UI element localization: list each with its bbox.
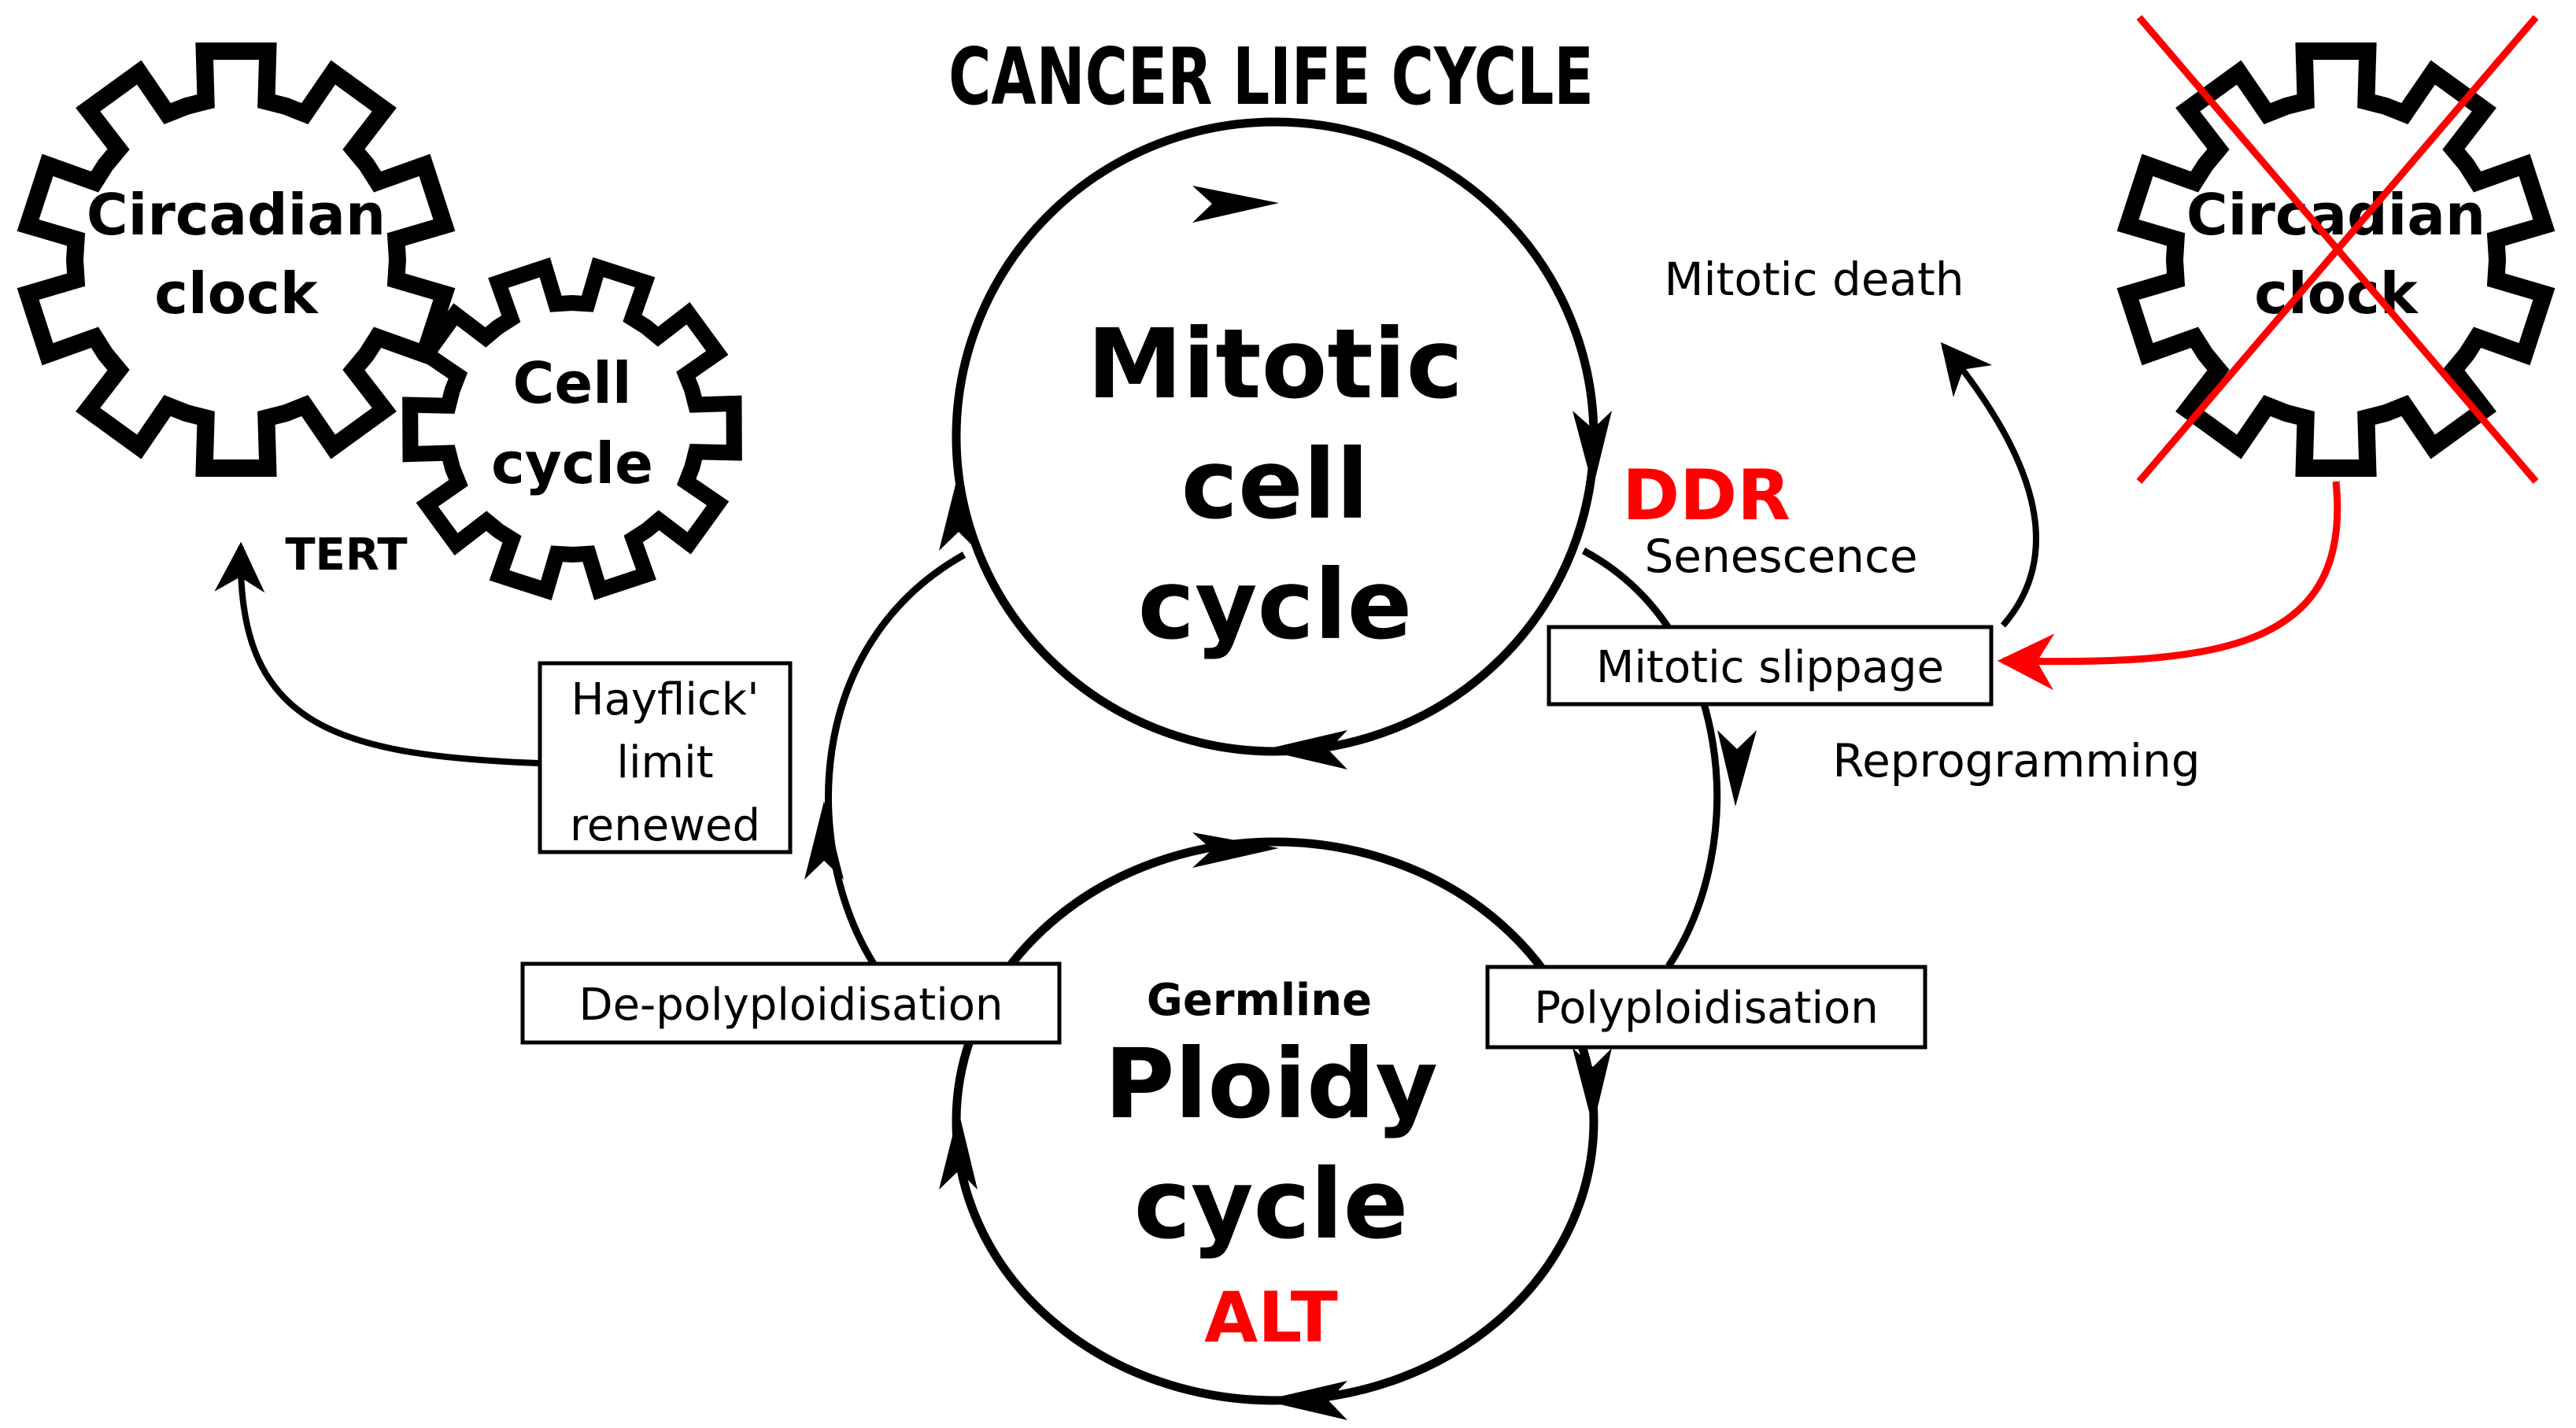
right-connector-arc xyxy=(1581,548,1721,969)
ploidy-cycle-label-line1: Ploidy xyxy=(1104,1028,1438,1140)
gear-label-line2: clock xyxy=(154,260,320,327)
box-frame xyxy=(1485,965,1927,1050)
box-label-line3: renewed xyxy=(570,800,760,851)
mitotic-cycle-label-line2: cell xyxy=(1181,429,1369,541)
mitotic-death-arrow xyxy=(1940,342,2039,628)
arrowhead-icon xyxy=(939,472,978,551)
box-label: De-polyploidisation xyxy=(578,980,1003,1031)
disrupted-circadian-clock-gear: Circadian clock xyxy=(2116,15,2556,484)
arrowhead-icon xyxy=(1717,730,1757,806)
tert-label: TERT xyxy=(285,530,407,581)
arrowhead-icon xyxy=(1192,832,1279,868)
ploidy-cycle: Germline Ploidy cycle ALT xyxy=(939,832,1612,1420)
alt-label: ALT xyxy=(1204,1277,1338,1358)
reprogramming-label: Reprogramming xyxy=(1832,734,2200,788)
box-label-line2: limit xyxy=(616,737,713,788)
arrowhead-icon xyxy=(1263,730,1347,769)
arrowhead-icon xyxy=(939,1111,978,1190)
gear-icon xyxy=(402,256,742,601)
gear-icon xyxy=(2116,42,2556,477)
arrowhead-icon xyxy=(804,801,844,880)
ploidy-cycle-label-line2: cycle xyxy=(1134,1149,1409,1260)
mitotic-cycle-label-line1: Mitotic xyxy=(1087,308,1463,420)
box-label: Polyploidisation xyxy=(1534,983,1879,1034)
mitotic-death-label: Mitotic death xyxy=(1664,253,1964,306)
gear-label-line1: Cell xyxy=(512,350,631,416)
mitotic-slippage-box: Mitotic slippage xyxy=(1547,625,1994,707)
connector-arcs xyxy=(804,548,1757,969)
gear-label-line1: Circadian xyxy=(87,182,386,248)
tert-arrow xyxy=(214,541,540,766)
box-frame xyxy=(1547,625,1994,707)
left-connector-arc xyxy=(825,552,966,966)
cross-out-icon xyxy=(2136,15,2539,484)
arrowhead-icon xyxy=(1192,186,1279,223)
box-label: Mitotic slippage xyxy=(1596,642,1944,693)
arrowhead-icon xyxy=(1573,411,1612,488)
box-label-line1: Hayflick' xyxy=(571,674,759,725)
circadian-clock-gear: Circadian clock xyxy=(17,42,456,477)
diagram-title: CANCER LIFE CYCLE xyxy=(948,31,1594,123)
de-polyploidisation-box: De-polyploidisation xyxy=(520,961,1062,1045)
hayflick-limit-box: Hayflick' limit renewed xyxy=(538,661,793,854)
gear-icon xyxy=(17,42,456,477)
gear-label-line2: cycle xyxy=(491,430,653,496)
mitotic-cycle: Mitotic cell cycle xyxy=(939,117,1612,769)
gear-label-line1: Circadian xyxy=(2186,182,2485,248)
ddr-label: DDR xyxy=(1622,455,1791,536)
arrowhead-icon xyxy=(1573,1048,1612,1127)
box-frame xyxy=(520,961,1062,1045)
arrowhead-icon xyxy=(1263,1381,1347,1420)
box-frame xyxy=(538,661,793,854)
circadian-disruption-arrow xyxy=(1997,481,2341,691)
germline-label: Germline xyxy=(1147,975,1372,1026)
mitotic-cycle-label-line3: cycle xyxy=(1138,549,1413,661)
polyploidisation-box: Polyploidisation xyxy=(1485,965,1927,1050)
cell-cycle-gear: Cell cycle xyxy=(402,256,742,601)
senescence-label: Senescence xyxy=(1644,530,1917,583)
